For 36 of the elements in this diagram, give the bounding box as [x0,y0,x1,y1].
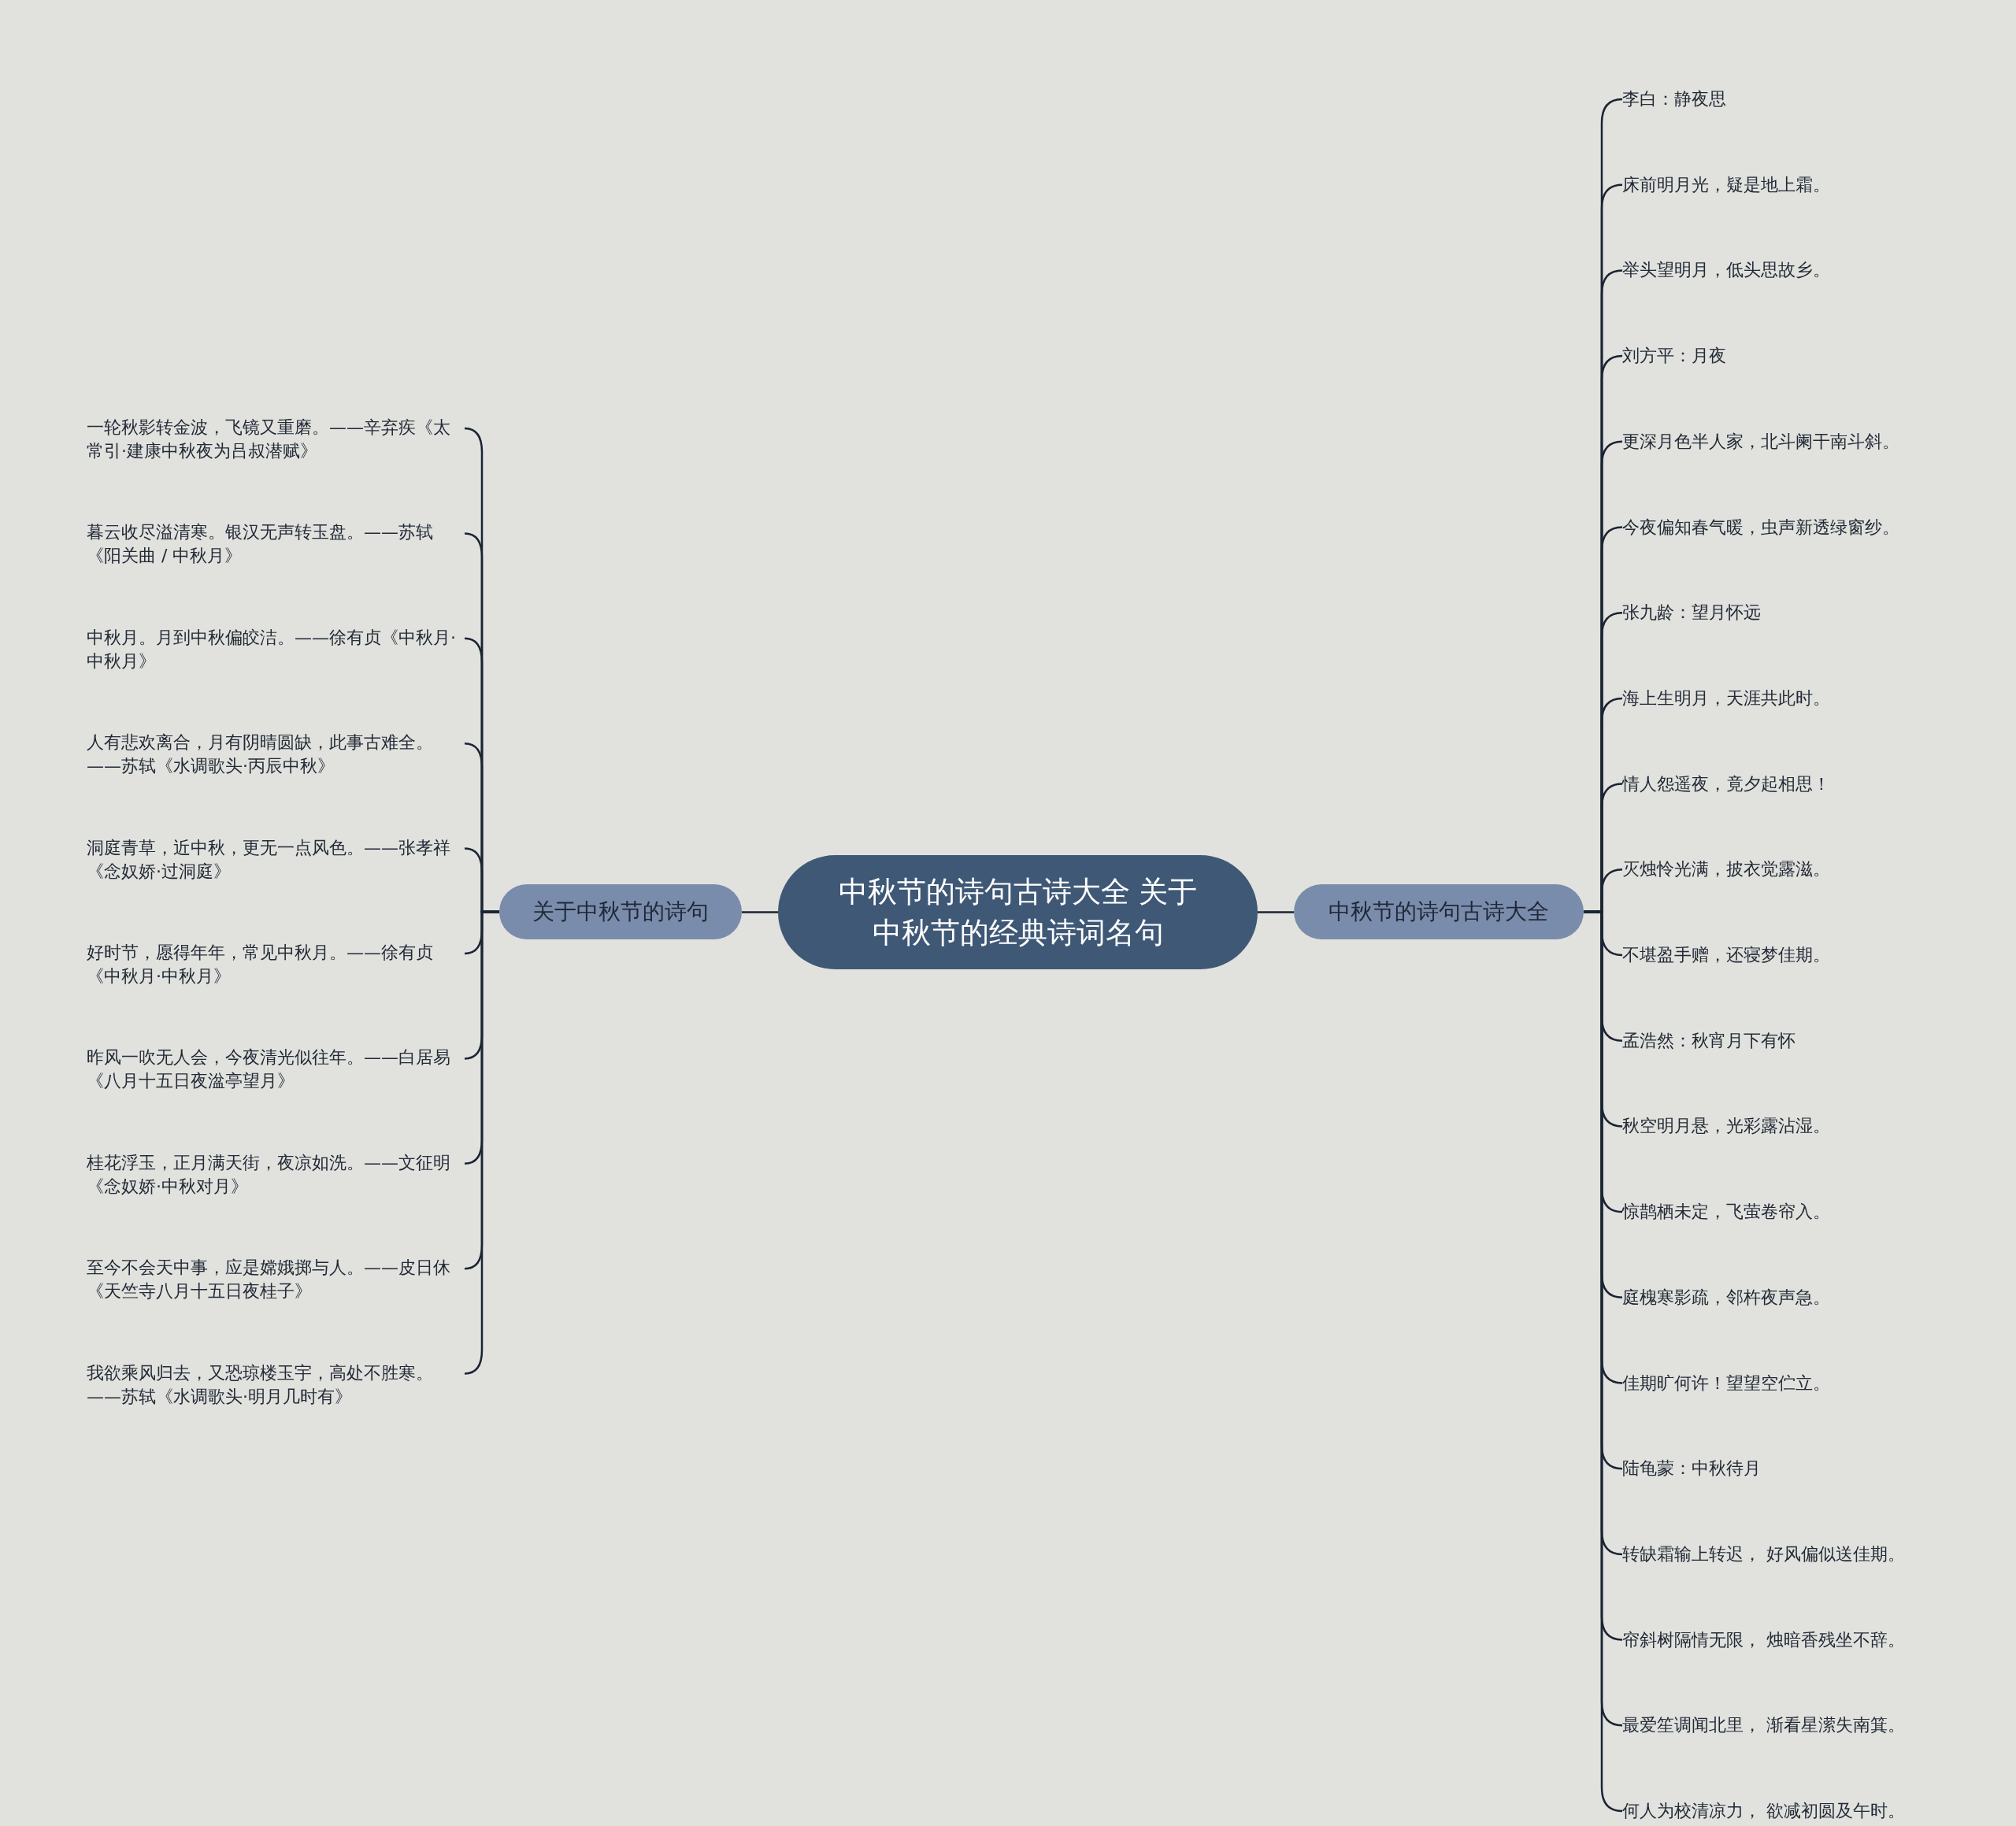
poem-text: 暮云收尽溢清寒。银汉无声转玉盘。——苏轼《阳关曲 / 中秋月》 [87,520,465,570]
poem-text: 张九龄：望月怀远 [1622,599,1761,627]
poem-text: 至今不会天中事，应是嫦娥掷与人。——皮日休《天竺寺八月十五日夜桂子》 [87,1256,465,1306]
poem-text: 海上生明月，天涯共此时。 [1622,684,1830,712]
connector-line [742,911,778,913]
poem-text: 庭槐寒影疏，邻杵夜声急。 [1622,1283,1830,1311]
poem-text: 孟浩然：秋宵月下有怀 [1622,1027,1796,1054]
poem-text: 洞庭青草，近中秋，更无一点风色。——张孝祥《念奴娇·过洞庭》 [87,835,465,885]
poem-text: 刘方平：月夜 [1622,343,1726,370]
poem-text: 何人为校清凉力， 欲减初圆及午时。 [1622,1798,1905,1824]
poem-text: 好时节，愿得年年，常见中秋月。——徐有贞《中秋月·中秋月》 [87,941,465,990]
poem-text: 中秋月。月到中秋偏皎洁。——徐有贞《中秋月·中秋月》 [87,625,465,675]
poem-text: 今夜偏知春气暖，虫声新透绿窗纱。 [1622,513,1899,541]
branch-topic-box: 中秋节的诗句古诗大全 [1294,884,1584,939]
central-topic-box: 中秋节的诗句古诗大全 关于中秋节的经典诗词名句 [778,855,1258,969]
poem-text: 李白：静夜思 [1622,86,1726,113]
poem-text: 我欲乘风归去，又恐琼楼玉宇，高处不胜寒。——苏轼《水调歌头·明月几时有》 [87,1361,465,1410]
poem-text: 最爱笙调闻北里， 渐看星潆失南箕。 [1622,1712,1905,1739]
poem-text: 灭烛怜光满，披衣觉露滋。 [1622,856,1830,883]
poem-text: 佳期旷何许！望望空伫立。 [1622,1369,1830,1397]
poem-text: 床前明月光，疑是地上霜。 [1622,171,1830,198]
poem-text: 人有悲欢离合，月有阴晴圆缺，此事古难全。——苏轼《水调歌头·丙辰中秋》 [87,731,465,780]
poem-text: 陆龟蒙：中秋待月 [1622,1455,1761,1483]
poem-text: 昨风一吹无人会，今夜清光似往年。——白居易《八月十五日夜湓亭望月》 [87,1046,465,1095]
branch-topic-box: 关于中秋节的诗句 [499,884,742,939]
poem-text: 举头望明月，低头思故乡。 [1622,257,1830,284]
poem-text: 不堪盈手赠，还寝梦佳期。 [1622,942,1830,969]
poem-text: 更深月色半人家，北斗阑干南斗斜。 [1622,428,1899,455]
poem-text: 一轮秋影转金波，飞镜又重磨。——辛弃疾《太常引·建康中秋夜为吕叔潜赋》 [87,416,465,465]
poem-text: 惊鹊栖未定，飞萤卷帘入。 [1622,1198,1830,1226]
connector-line [1258,911,1294,913]
poem-text: 转缺霜输上转迟， 好风偏似送佳期。 [1622,1540,1905,1568]
poem-text: 帘斜树隔情无限， 烛暗香残坐不辞。 [1622,1626,1905,1654]
poem-text: 桂花浮玉，正月满天街，夜凉如洗。——文征明《念奴娇·中秋对月》 [87,1150,465,1200]
poem-text: 秋空明月悬，光彩露沾湿。 [1622,1113,1830,1140]
poem-text: 情人怨遥夜，竟夕起相思！ [1622,770,1830,798]
